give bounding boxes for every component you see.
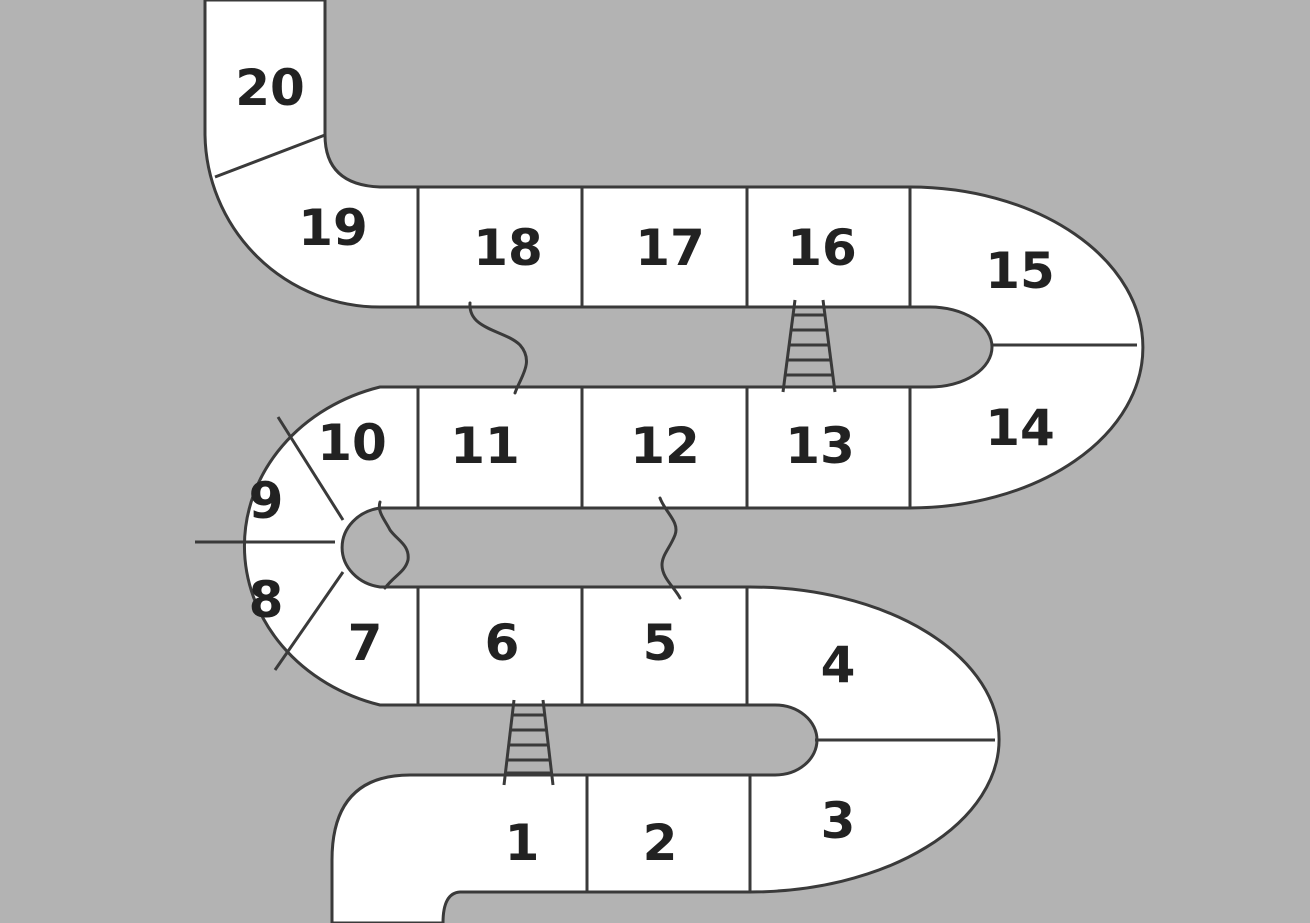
square-17: 17 xyxy=(635,219,705,277)
square-1: 1 xyxy=(505,814,540,872)
square-12: 12 xyxy=(630,417,700,475)
square-15: 15 xyxy=(985,242,1055,300)
snake-10-to-7 xyxy=(379,502,408,588)
snake-18-to-11 xyxy=(470,303,527,393)
snake-12-to-5 xyxy=(660,498,680,598)
square-11: 11 xyxy=(450,417,520,475)
square-6: 6 xyxy=(485,614,520,672)
ladder-13-to-16 xyxy=(783,300,835,392)
square-13: 13 xyxy=(785,417,855,475)
square-4: 4 xyxy=(821,636,856,694)
square-5: 5 xyxy=(643,614,678,672)
square-19: 19 xyxy=(298,199,368,257)
square-3: 3 xyxy=(821,792,856,850)
square-9: 9 xyxy=(249,472,284,530)
ladder-1-to-6 xyxy=(504,700,553,785)
square-10: 10 xyxy=(317,414,387,472)
square-20: 20 xyxy=(235,59,305,117)
square-14: 14 xyxy=(985,399,1055,457)
square-18: 18 xyxy=(473,219,543,277)
square-2: 2 xyxy=(643,814,678,872)
ladders xyxy=(504,300,835,785)
square-7: 7 xyxy=(348,614,383,672)
square-8: 8 xyxy=(249,571,284,629)
square-16: 16 xyxy=(787,219,857,277)
